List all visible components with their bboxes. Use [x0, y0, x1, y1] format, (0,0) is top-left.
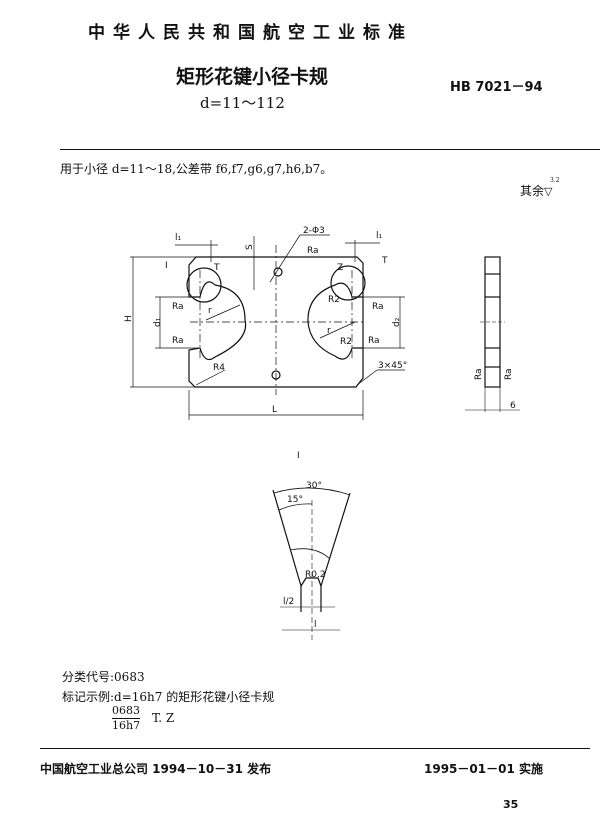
effective-date: 1995－01－01 实施 — [424, 762, 543, 776]
label-ra-4: Ra — [368, 336, 380, 346]
label-T-left: T — [213, 263, 220, 273]
label-d1: d₁ — [153, 317, 163, 327]
plate-outline — [188, 256, 364, 388]
label-r-left: r — [208, 306, 212, 316]
detail-circle-right — [330, 265, 366, 301]
label-r-right: r — [327, 326, 331, 336]
label-s: S — [245, 244, 255, 250]
footer-divider — [40, 748, 590, 749]
label-L: L — [272, 405, 277, 415]
technical-drawing: l₁ l₁ S 2-Φ3 Ra I T Z T R2 R2 r r d₁ d₂ … — [124, 226, 520, 640]
label-R4: R4 — [213, 363, 225, 373]
label-side-ra-left: Ra — [474, 368, 484, 380]
detail-title: I — [297, 451, 300, 461]
detail-circle-left — [186, 267, 222, 303]
roughness-symbol-icon: ▽3.2 — [544, 177, 560, 198]
label-T-right: T — [381, 256, 388, 266]
document-subtitle: d=11～112 — [200, 94, 285, 112]
label-l1-left: l₁ — [175, 233, 182, 243]
label-ra-1: Ra — [172, 302, 184, 312]
label-Z: Z — [337, 263, 343, 273]
intro-text: 用于小径 d=11～18,公差带 f6,f7,g6,g7,h6,b7。 — [60, 162, 333, 176]
issuer: 中国航空工业总公司 1994－10－31 发布 — [40, 762, 272, 776]
roughness-note: 其余▽3.2 — [520, 177, 560, 199]
label-detail-I: I — [165, 261, 168, 271]
label-chamfer: 3×45° — [378, 361, 407, 371]
marking-numerator: 0683 — [112, 704, 141, 719]
label-R2-bottom: R2 — [340, 337, 352, 347]
marking-denominator: 16h7 — [112, 719, 141, 732]
detail-angle-15: 15° — [287, 495, 303, 505]
label-ra-2: Ra — [172, 336, 184, 346]
label-side-ra-right: Ra — [504, 368, 514, 380]
roughness-value: 3.2 — [550, 177, 560, 184]
dimension-lines — [130, 234, 405, 420]
marking-fraction: 0683 16h7 — [112, 704, 141, 733]
side-view: Ra Ra 6 — [465, 256, 520, 412]
classification-code: 分类代号:0683 — [62, 670, 145, 684]
label-holes: 2-Φ3 — [303, 226, 325, 236]
marking-suffix: T. Z — [152, 711, 175, 725]
detail-angle-30: 30° — [306, 481, 322, 491]
label-R2-top: R2 — [328, 295, 340, 305]
document-title: 矩形花键小径卡规 — [176, 66, 329, 88]
detail-l: l — [314, 620, 317, 630]
label-l1-right: l₁ — [376, 231, 383, 241]
detail-view-I: I 30° 15° R0.2 l/2 l — [272, 451, 351, 640]
label-d2: d₂ — [392, 317, 402, 327]
centerlines — [190, 245, 365, 395]
label-hole-ra: Ra — [307, 246, 319, 256]
label-thickness: 6 — [510, 401, 516, 411]
label-ra-3: Ra — [372, 302, 384, 312]
standard-code: HB 7021－94 — [450, 80, 543, 95]
header-divider — [60, 149, 600, 150]
roughness-note-label: 其余 — [520, 184, 545, 198]
detail-radius: R0.2 — [305, 570, 326, 580]
marking-example: 标记示例:d=16h7 的矩形花键小径卡规 — [62, 690, 275, 704]
labels: l₁ l₁ S 2-Φ3 Ra I T Z T R2 R2 r r d₁ d₂ … — [124, 226, 407, 415]
hole-top — [273, 267, 283, 277]
national-standard-heading: 中华人民共和国航空工业标准 — [88, 23, 413, 43]
page-number: 35 — [503, 798, 519, 811]
detail-half-l: l/2 — [283, 597, 294, 607]
label-H: H — [124, 315, 134, 322]
